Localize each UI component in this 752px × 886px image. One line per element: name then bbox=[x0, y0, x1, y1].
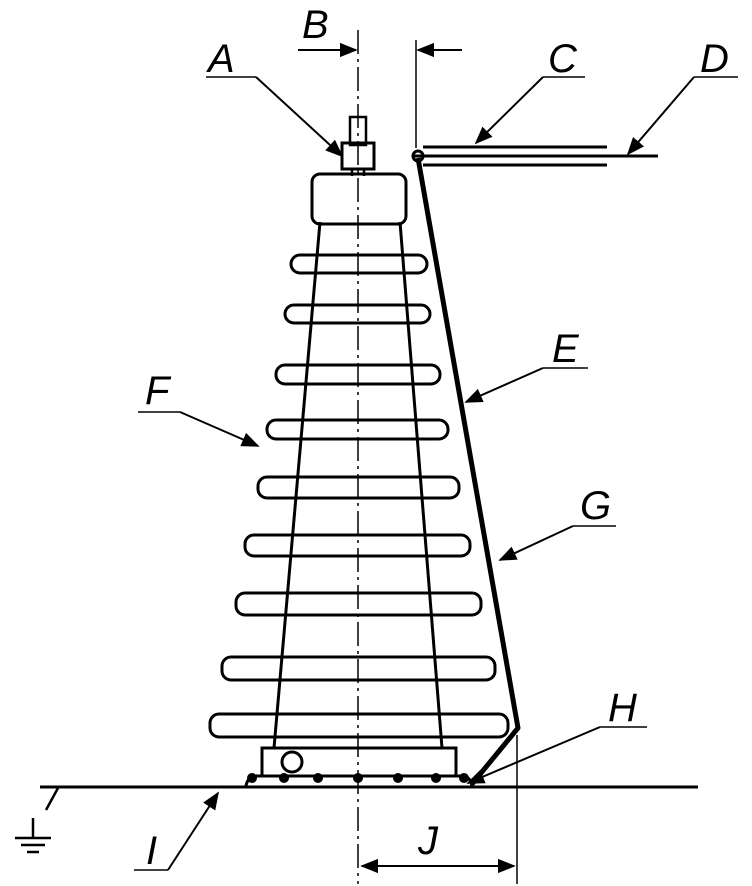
insulator-core bbox=[272, 221, 444, 749]
insulator-shed bbox=[208, 712, 510, 739]
dimension-b bbox=[298, 40, 462, 148]
insulator-shed bbox=[283, 303, 432, 325]
insulator-shed bbox=[256, 475, 461, 500]
insulator-shed bbox=[243, 533, 472, 558]
base-bolt bbox=[247, 773, 257, 783]
label-b: B bbox=[302, 3, 329, 47]
insulator-shed bbox=[289, 253, 429, 275]
ground-symbol-icon bbox=[15, 787, 60, 854]
insulator-shed bbox=[234, 591, 483, 617]
label-e: E bbox=[552, 327, 580, 371]
base-bolt bbox=[353, 773, 363, 783]
label-i: I bbox=[146, 829, 157, 873]
insulator-shed bbox=[265, 418, 450, 441]
grading-wire bbox=[415, 157, 521, 786]
base-bolt bbox=[393, 773, 403, 783]
insulator-shed bbox=[220, 655, 497, 682]
insulator-cap bbox=[310, 172, 408, 226]
base-bolt bbox=[279, 773, 289, 783]
label-a: A bbox=[206, 37, 235, 81]
base-bolt bbox=[459, 773, 469, 783]
dimension-j bbox=[360, 735, 518, 884]
label-d: D bbox=[700, 37, 729, 81]
label-j: J bbox=[417, 819, 439, 863]
base-bolt bbox=[313, 773, 323, 783]
label-h: H bbox=[608, 686, 637, 730]
insulator-shed bbox=[274, 363, 442, 386]
label-g: G bbox=[580, 484, 611, 528]
leaders bbox=[134, 76, 738, 871]
insulator-base bbox=[244, 746, 474, 787]
top-conductors bbox=[411, 145, 658, 167]
label-c: C bbox=[548, 37, 578, 81]
label-f: F bbox=[145, 369, 172, 413]
insulator-sheds bbox=[208, 253, 510, 739]
base-bolt bbox=[431, 773, 441, 783]
